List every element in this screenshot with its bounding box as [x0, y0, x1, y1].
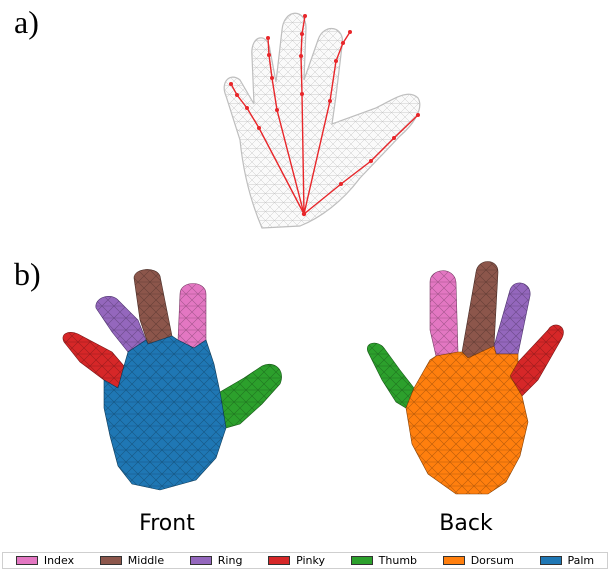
- joint: [348, 30, 352, 34]
- legend-swatch-index: [16, 556, 38, 565]
- joint: [275, 108, 279, 112]
- front-view-label: Front: [97, 511, 237, 536]
- legend-item-dorsum: Dorsum: [443, 554, 514, 567]
- joint: [416, 113, 420, 117]
- joint: [303, 14, 307, 18]
- legend-swatch-palm: [540, 556, 562, 565]
- joint: [300, 32, 304, 36]
- joint: [267, 53, 271, 57]
- legend-swatch-thumb: [351, 556, 373, 565]
- segment-legend: Index Middle Ring Pinky Thumb Dorsum Pal…: [2, 552, 608, 569]
- legend-item-ring: Ring: [190, 554, 243, 567]
- joint: [334, 59, 338, 63]
- joint: [392, 136, 396, 140]
- legend-label-dorsum: Dorsum: [471, 554, 514, 567]
- legend-label-middle: Middle: [128, 554, 164, 567]
- back-hand: [367, 262, 563, 495]
- legend-swatch-pinky: [268, 556, 290, 565]
- joint: [299, 54, 303, 58]
- back-view-label: Back: [396, 511, 536, 536]
- legend-label-palm: Palm: [568, 554, 595, 567]
- legend-swatch-middle: [100, 556, 122, 565]
- legend-swatch-ring: [190, 556, 212, 565]
- joint: [369, 159, 373, 163]
- legend-item-index: Index: [16, 554, 74, 567]
- legend-swatch-dorsum: [443, 556, 465, 565]
- legend-item-middle: Middle: [100, 554, 164, 567]
- joint: [270, 76, 274, 80]
- joint: [266, 36, 270, 40]
- legend-label-index: Index: [44, 554, 74, 567]
- joint: [328, 99, 332, 103]
- joint: [339, 182, 343, 186]
- legend-item-palm: Palm: [540, 554, 595, 567]
- joint: [300, 92, 304, 96]
- joint: [235, 93, 239, 97]
- wireframe-hand: [224, 13, 420, 228]
- joint: [245, 106, 249, 110]
- legend-label-thumb: Thumb: [379, 554, 417, 567]
- legend-label-ring: Ring: [218, 554, 243, 567]
- joint: [302, 212, 306, 216]
- joint: [341, 41, 345, 45]
- front-hand: [63, 269, 282, 490]
- joint: [257, 126, 261, 130]
- joint: [229, 82, 233, 86]
- legend-item-pinky: Pinky: [268, 554, 325, 567]
- legend-label-pinky: Pinky: [296, 554, 325, 567]
- legend-item-thumb: Thumb: [351, 554, 417, 567]
